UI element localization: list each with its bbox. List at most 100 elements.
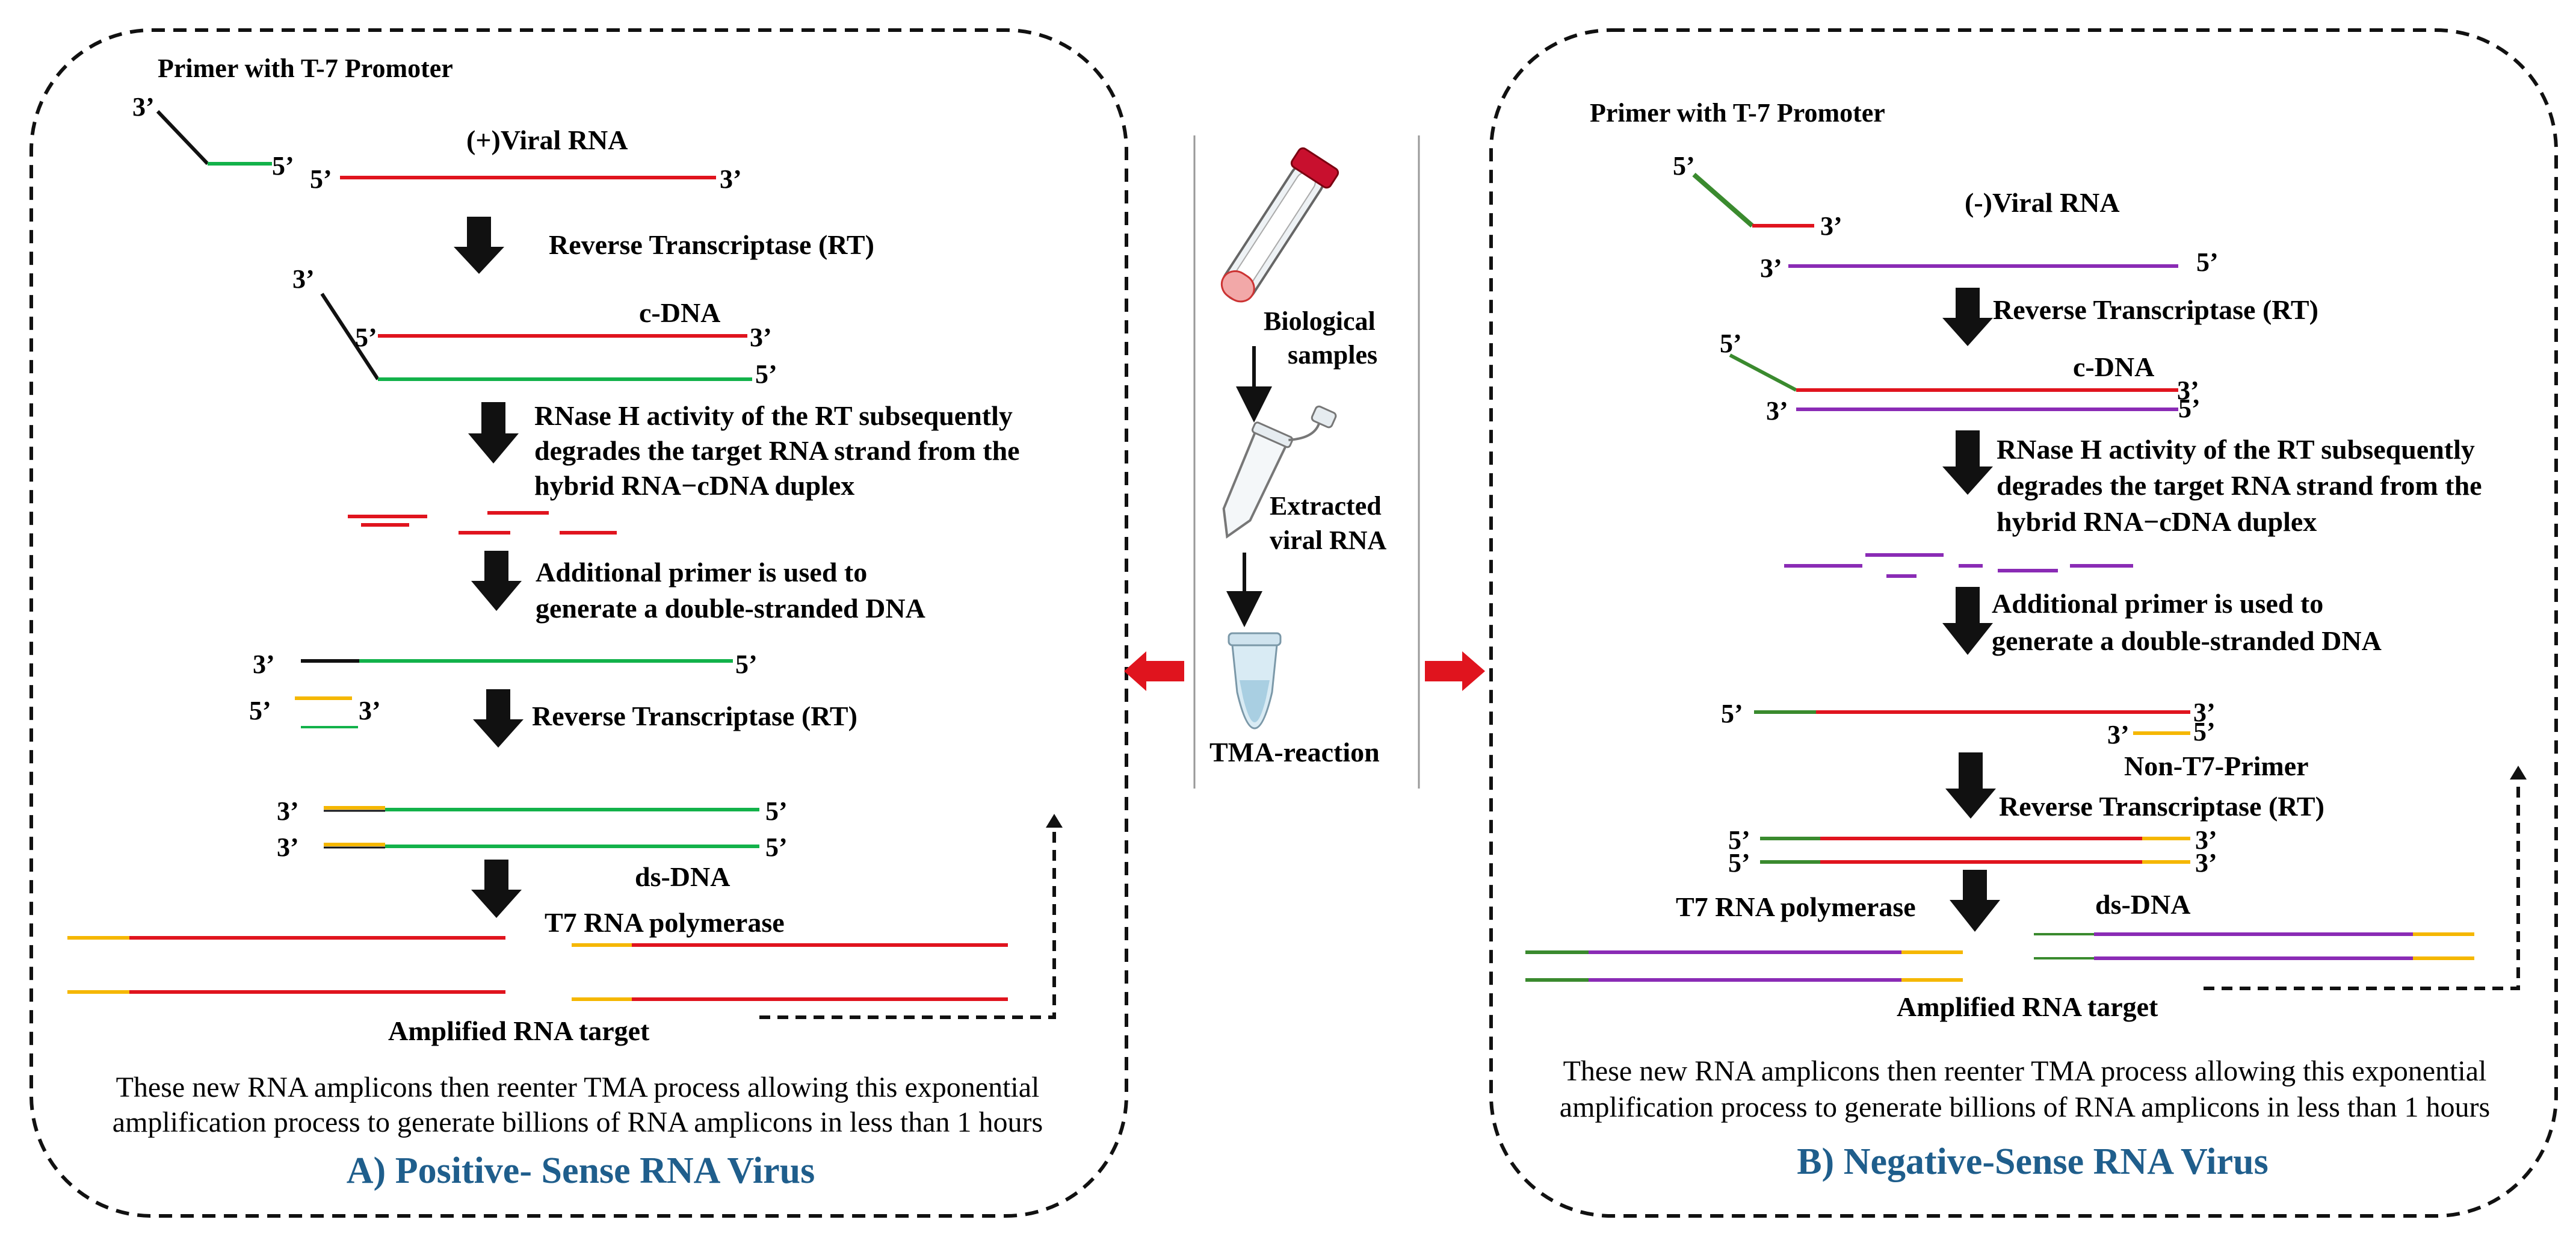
panel-b-viral-rna-label: (-)Viral RNA bbox=[1965, 187, 2120, 218]
panel-b-nont7-5prime: 5’ bbox=[2193, 717, 2216, 746]
microtube-icon bbox=[1222, 405, 1337, 539]
panel-a-cdna-5prime-red: 5’ bbox=[355, 323, 377, 352]
panel-b-amplified-label: Amplified RNA target bbox=[1897, 991, 2158, 1022]
panel-a-amplicons bbox=[67, 936, 1008, 1001]
panel-a-step-rt: Reverse Transcriptase (RT) bbox=[549, 229, 874, 260]
panel-b-ds2-3prime: 3’ bbox=[2195, 848, 2217, 878]
panel-b-cdna-primer-5prime: 5’ bbox=[1720, 329, 1742, 358]
panel-b-t7-label: T7 RNA polymerase bbox=[1676, 891, 1916, 922]
panel-a-amplified-label: Amplified RNA target bbox=[388, 1015, 650, 1046]
panel-a-cdna-5prime-green: 5’ bbox=[755, 359, 777, 389]
panel-b-rna-5prime: 5’ bbox=[2196, 247, 2219, 277]
center-bio-line2: samples bbox=[1288, 340, 1377, 370]
panel-b-rnase-line1: RNase H activity of the RT subsequently bbox=[1997, 434, 2475, 465]
panel-b-step-arrow-1 bbox=[1942, 288, 1993, 346]
panel-b-cdna-3prime-top: 3’ bbox=[2177, 376, 2199, 405]
panel-b-rna-fragments bbox=[1784, 553, 2133, 578]
panel-a-additional-line2: generate a double-stranded DNA bbox=[536, 593, 925, 624]
panel-b-reentry-path bbox=[2204, 780, 2520, 990]
center-bio-line1: Biological bbox=[1264, 306, 1376, 336]
panel-b-rnase-line3: hybrid RNA−cDNA duplex bbox=[1997, 506, 2317, 537]
panel-b-strand-3prime: 3’ bbox=[2193, 698, 2216, 727]
panel-a-cdna-label: c-DNA bbox=[639, 297, 720, 328]
panel-b-caption: B) Negative-Sense RNA Virus bbox=[1797, 1141, 2269, 1182]
arrow-to-panel-b bbox=[1425, 651, 1485, 691]
panel-a-rnase-line2: degrades the target RNA strand from the bbox=[534, 435, 1020, 466]
panel-b-step-arrow-3 bbox=[1942, 587, 1993, 655]
center-extracted-line2: viral RNA bbox=[1270, 525, 1387, 555]
panel-b-primer-5prime: 5’ bbox=[1673, 151, 1695, 181]
panel-b-cdna-3prime-left: 3’ bbox=[1766, 396, 1788, 426]
panel-b-amplicons bbox=[1525, 932, 2474, 982]
panel-b-additional-line2: generate a double-stranded DNA bbox=[1992, 625, 2382, 656]
panel-a-step-arrow-4 bbox=[473, 689, 524, 748]
panel-b-reentry-head bbox=[2510, 766, 2527, 780]
panel-a-ds1-5prime: 5’ bbox=[765, 796, 788, 826]
panel-a: Primer with T-7 Promoter 3’ 5’ (+)Viral … bbox=[29, 28, 1128, 1218]
panel-b-nont7-label: Non-T7-Primer bbox=[2124, 751, 2309, 781]
panel-a-cdna-primer-black bbox=[320, 293, 380, 380]
panel-b: Primer with T-7 Promoter 5’ 3’ (-)Viral … bbox=[1489, 28, 2558, 1218]
panel-a-primer-3prime: 3’ bbox=[132, 92, 155, 122]
test-tube-icon bbox=[1220, 147, 1339, 303]
panel-b-reenter-line1: These new RNA amplicons then reenter TMA… bbox=[1563, 1055, 2487, 1087]
panel-b-primer-3prime: 3’ bbox=[1820, 211, 1842, 241]
panel-a-cdna-3prime-red: 3’ bbox=[750, 323, 772, 352]
panel-a-reenter-line2: amplification process to generate billio… bbox=[113, 1106, 1043, 1138]
panel-a-primer-title: Primer with T-7 Promoter bbox=[158, 54, 453, 83]
panel-a-step-arrow-2 bbox=[468, 402, 519, 463]
panel-a-caption: A) Positive- Sense RNA Virus bbox=[347, 1150, 815, 1191]
panel-a-green-5prime: 5’ bbox=[735, 649, 758, 679]
panel-a-step-arrow-5 bbox=[471, 860, 522, 918]
panel-b-step-arrow-5 bbox=[1950, 870, 2000, 932]
arrow-to-panel-a bbox=[1124, 651, 1184, 691]
panel-a-step-arrow-3 bbox=[471, 551, 522, 611]
panel-a-step-arrow-1 bbox=[454, 217, 504, 274]
panel-a-cdna-primer-3prime: 3’ bbox=[292, 264, 315, 294]
panel-b-additional-line1: Additional primer is used to bbox=[1992, 588, 2323, 619]
center-tma-label: TMA-reaction bbox=[1209, 737, 1380, 767]
panel-a-primer-5prime: 5’ bbox=[272, 151, 294, 181]
panel-a-rnase-line1: RNase H activity of the RT subsequently bbox=[534, 400, 1013, 431]
panel-a-rna-5prime: 5’ bbox=[310, 164, 332, 194]
panel-a-primer2-5prime: 5’ bbox=[249, 696, 271, 725]
panel-a-reentry-head bbox=[1046, 814, 1063, 828]
panel-b-primer-green bbox=[1692, 172, 1754, 228]
center-extracted-line1: Extracted bbox=[1270, 491, 1382, 521]
panel-b-rna-3prime: 3’ bbox=[1760, 253, 1782, 283]
panel-b-ds-dna-label: ds-DNA bbox=[2095, 889, 2190, 920]
panel-a-rnase-line3: hybrid RNA−cDNA duplex bbox=[534, 470, 854, 501]
panel-a-rna-3prime: 3’ bbox=[720, 164, 742, 194]
panel-a-reenter-line1: These new RNA amplicons then reenter TMA… bbox=[116, 1071, 1040, 1103]
center-panel: Biological samples Extracted viral RNA T… bbox=[1124, 135, 1485, 789]
panel-a-ds1-3prime: 3’ bbox=[277, 796, 299, 826]
panel-a-additional-line1: Additional primer is used to bbox=[536, 557, 867, 587]
panel-b-ds2-5prime: 5’ bbox=[1728, 848, 1750, 878]
panel-a-primer2-3prime: 3’ bbox=[359, 696, 381, 725]
panel-b-step-arrow-4 bbox=[1945, 752, 1996, 819]
panel-b-primer-title: Primer with T-7 Promoter bbox=[1590, 98, 1885, 128]
panel-b-border bbox=[1489, 28, 2558, 1218]
panel-b-step-rt-2: Reverse Transcriptase (RT) bbox=[1999, 791, 2324, 822]
panel-b-step-rt: Reverse Transcriptase (RT) bbox=[1993, 294, 2318, 325]
panel-b-strand-5prime: 5’ bbox=[1721, 699, 1743, 728]
panel-a-border bbox=[29, 28, 1128, 1218]
panel-b-nont7-3prime: 3’ bbox=[2107, 720, 2130, 749]
panel-b-step-arrow-2 bbox=[1942, 430, 1993, 495]
panel-a-green-3prime: 3’ bbox=[253, 649, 275, 679]
panel-a-reentry-path bbox=[759, 828, 1056, 1019]
panel-b-cdna-5prime-right: 5’ bbox=[2178, 394, 2201, 423]
panel-a-ds-dna-label: ds-DNA bbox=[635, 861, 730, 892]
panel-a-viral-rna-label: (+)Viral RNA bbox=[466, 125, 628, 155]
panel-a-t7-label: T7 RNA polymerase bbox=[545, 907, 785, 938]
panel-b-ds1-5prime: 5’ bbox=[1728, 825, 1750, 855]
panel-a-step-rt-2: Reverse Transcriptase (RT) bbox=[532, 701, 857, 731]
panel-b-cdna-primer-green bbox=[1729, 353, 1797, 392]
panel-a-ds2-3prime: 3’ bbox=[277, 832, 299, 862]
panel-a-primer-black bbox=[156, 110, 209, 166]
tma-tube-icon bbox=[1228, 632, 1282, 730]
panel-a-rna-fragments bbox=[348, 511, 617, 535]
panel-b-dsdna bbox=[1760, 837, 2190, 864]
panel-b-ds1-3prime: 3’ bbox=[2195, 825, 2217, 855]
